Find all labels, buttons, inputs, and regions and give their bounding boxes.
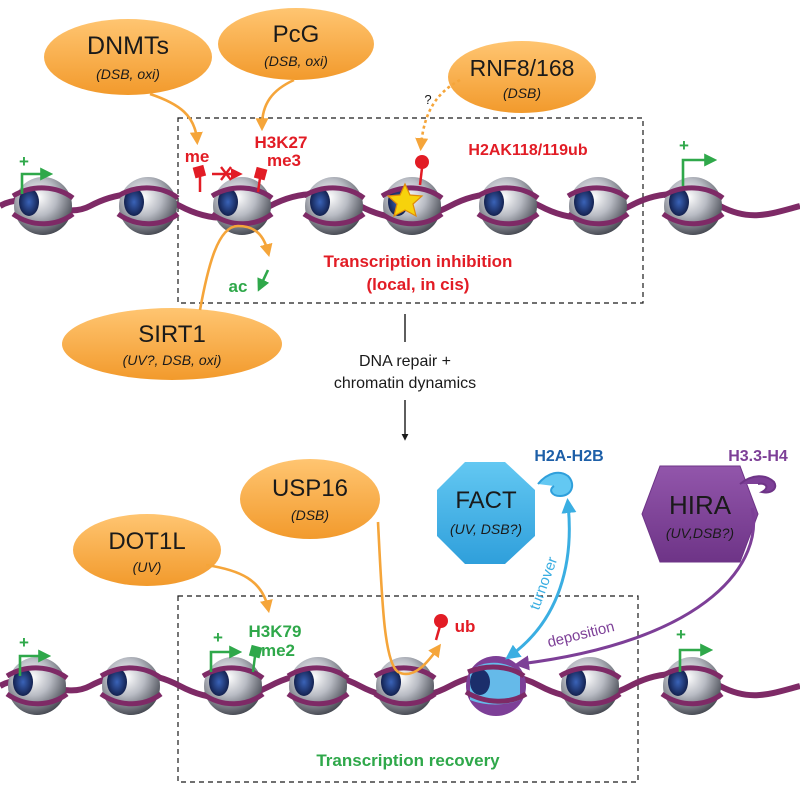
tss-arrow-left-top: +: [19, 152, 54, 194]
arrow-sirt1-to-ac: [198, 224, 273, 311]
chaperone-hira: HIRA (UV,DSB?): [641, 465, 759, 563]
ubiquitin-lollipop-icon: [415, 155, 429, 186]
methyl-flag-icon: [192, 164, 207, 192]
svg-text:HIRA: HIRA: [669, 490, 732, 520]
svg-text:(UV,DSB?): (UV,DSB?): [666, 525, 734, 541]
arrow-usp16-to-ub: [376, 521, 442, 676]
svg-text:SIRT1: SIRT1: [138, 321, 206, 348]
svg-text:RNF8/168: RNF8/168: [470, 55, 575, 81]
svg-text:(DSB, oxi): (DSB, oxi): [264, 53, 328, 69]
nucleosome-icon: [373, 657, 437, 715]
svg-text:+: +: [679, 136, 689, 155]
mark-h3k79-me2: me2: [261, 641, 295, 660]
nucleosome-icon: [11, 177, 75, 235]
nucleosome-icon: [210, 177, 274, 235]
arrow-dnmts-to-me: [149, 92, 203, 146]
cargo-h3-h4: H3.3-H4: [728, 448, 788, 465]
tss-arrow-left-bottom: +: [18, 633, 52, 676]
mark-ac: ac: [229, 277, 248, 296]
tss-arrow-mid-bottom: +: [209, 628, 243, 672]
inhibition-caption-line2: (local, in cis): [367, 275, 470, 294]
nucleosome-icon: [476, 177, 540, 235]
nucleosome-icon: [5, 657, 69, 715]
turnover-label: turnover: [526, 555, 561, 613]
h2a-h2b-cargo-icon: [537, 471, 574, 498]
mark-h3k79: H3K79: [249, 622, 302, 641]
deposition-arrow: [514, 507, 756, 671]
nucleosome-icon: [661, 177, 725, 235]
svg-text:+: +: [19, 152, 29, 171]
svg-text:(DSB): (DSB): [503, 85, 541, 101]
tss-arrow-right-bottom: +: [676, 625, 714, 672]
enzyme-dnmts: DNMTs (DSB, oxi): [44, 19, 212, 95]
svg-text:(DSB): (DSB): [291, 507, 329, 523]
svg-text:(UV?, DSB, oxi): (UV?, DSB, oxi): [123, 352, 222, 368]
ac-removal-arrow: [257, 269, 270, 292]
svg-text:(UV, DSB?): (UV, DSB?): [450, 521, 522, 537]
svg-text:FACT: FACT: [455, 487, 517, 514]
mark-h2ak: H2AK118/119ub: [468, 142, 587, 159]
svg-text:(UV): (UV): [133, 559, 162, 575]
mark-ub: ub: [455, 617, 476, 636]
cargo-h2a-h2b: H2A-H2B: [534, 448, 603, 465]
repair-caption-line2: chromatin dynamics: [334, 375, 476, 392]
svg-text:+: +: [19, 633, 29, 652]
svg-text:+: +: [213, 628, 223, 647]
enzyme-pcg: PcG (DSB, oxi): [218, 8, 374, 80]
nucleosome-row-top: [11, 177, 725, 235]
tss-arrow-right-top: +: [679, 136, 718, 186]
repair-caption-line1: DNA repair +: [359, 353, 451, 370]
blocked-tss-icon: [212, 166, 243, 181]
svg-text:DOT1L: DOT1L: [108, 528, 185, 555]
mark-h3k27-me3: me3: [267, 151, 301, 170]
svg-text:DNMTs: DNMTs: [87, 32, 169, 60]
methyl-flag-icon: [253, 166, 268, 193]
nucleosome-icon: [201, 657, 265, 715]
nucleosome-icon: [286, 657, 350, 715]
arrow-pcg-to-h3k27: [255, 78, 295, 132]
enzyme-rnf8-168: RNF8/168 (DSB): [448, 41, 596, 113]
enzyme-usp16: USP16 (DSB): [240, 459, 380, 539]
nucleosome-icon: [566, 177, 630, 235]
inhibition-caption-line1: Transcription inhibition: [324, 252, 513, 271]
top-dashed-box: [177, 117, 644, 304]
h3-h4-cargo-icon: [739, 475, 777, 494]
methyl-flag-icon: [248, 644, 263, 673]
arrow-dot1l-to-h3k79: [205, 563, 273, 614]
arrow-rnf-to-h2ak: [415, 78, 461, 152]
nucleosome-icon: [660, 657, 724, 715]
nucleosome-icon: [116, 177, 180, 235]
nucleosome-icon: [302, 177, 366, 235]
mark-h3k27: H3K27: [255, 133, 308, 152]
svg-text:PcG: PcG: [273, 21, 320, 48]
nucleosome-icon: [558, 657, 622, 715]
mark-me: me: [185, 147, 210, 166]
svg-text:(DSB, oxi): (DSB, oxi): [96, 66, 160, 82]
star-icon: [386, 182, 424, 218]
enzyme-dot1l: DOT1L (UV): [73, 514, 221, 586]
new-nucleosome: [464, 656, 528, 716]
bottom-dashed-box: [177, 595, 639, 783]
nucleosome-icon: [99, 657, 163, 715]
turnover-arrow: [505, 498, 577, 660]
enzyme-sirt1: SIRT1 (UV?, DSB, oxi): [62, 308, 282, 380]
recovery-caption: Transcription recovery: [316, 751, 500, 770]
svg-text:+: +: [676, 625, 686, 644]
nucleosome-row-bottom: [5, 657, 724, 715]
chaperone-fact: FACT (UV, DSB?): [437, 462, 535, 564]
question-mark: ?: [424, 92, 431, 107]
ubiquitin-lollipop-icon: [434, 614, 448, 641]
svg-text:USP16: USP16: [272, 475, 348, 502]
